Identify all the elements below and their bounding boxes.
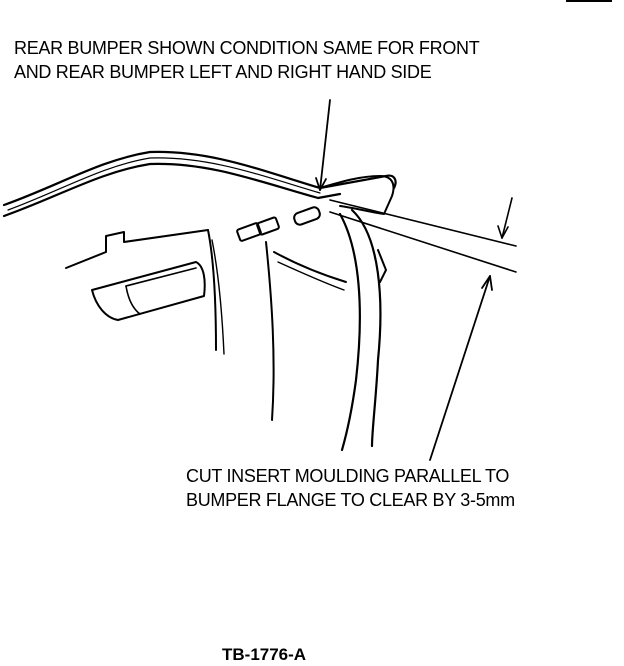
moulding-outer	[350, 208, 382, 448]
clip-middle	[256, 216, 280, 236]
corner-rule	[566, 0, 612, 2]
bumper-top-edge	[2, 150, 397, 207]
top-callout-line-2: AND REAR BUMPER LEFT AND RIGHT HAND SIDE	[14, 62, 432, 82]
bumper-lower-edge	[2, 162, 342, 218]
body-pillar	[265, 241, 275, 421]
recess-panel-inner	[125, 267, 197, 287]
recess-panel-inner-2	[125, 285, 141, 315]
dimension-arrowhead-upper	[497, 225, 509, 239]
leader-top	[319, 99, 331, 191]
top-callout-text: REAR BUMPER SHOWN CONDITION SAME FOR FRO…	[14, 36, 480, 84]
dimension-line-upper	[329, 199, 517, 247]
body-pillar-inner	[273, 251, 347, 283]
bottom-callout-line-2: BUMPER FLANGE TO CLEAR BY 3-5mm	[186, 490, 515, 510]
top-callout-line-1: REAR BUMPER SHOWN CONDITION SAME FOR FRO…	[14, 38, 480, 58]
bottom-callout-line-1: CUT INSERT MOULDING PARALLEL TO	[186, 466, 510, 486]
clip-right	[293, 206, 321, 226]
body-panel-left-edge-inner	[211, 239, 225, 355]
leader-bottom	[429, 275, 491, 461]
bumper-moulding-band	[7, 157, 321, 211]
moulding-inner	[338, 212, 361, 452]
recess-panel	[91, 261, 206, 321]
leader-bottom-arrow	[481, 275, 493, 291]
leader-top-arrow	[315, 177, 327, 191]
dimension-arrow-upper	[501, 197, 513, 239]
dimension-line-lower	[329, 211, 517, 273]
body-panel-left-edge	[207, 229, 217, 351]
body-panel-left	[65, 229, 209, 269]
moulding-notch	[377, 249, 387, 283]
clip-left	[236, 222, 262, 242]
bumper-end	[319, 175, 395, 215]
figure-id-label: TB-1776-A	[222, 645, 307, 664]
bottom-callout-text: CUT INSERT MOULDING PARALLEL TO BUMPER F…	[186, 464, 515, 512]
body-pillar-inner-2	[277, 261, 345, 291]
